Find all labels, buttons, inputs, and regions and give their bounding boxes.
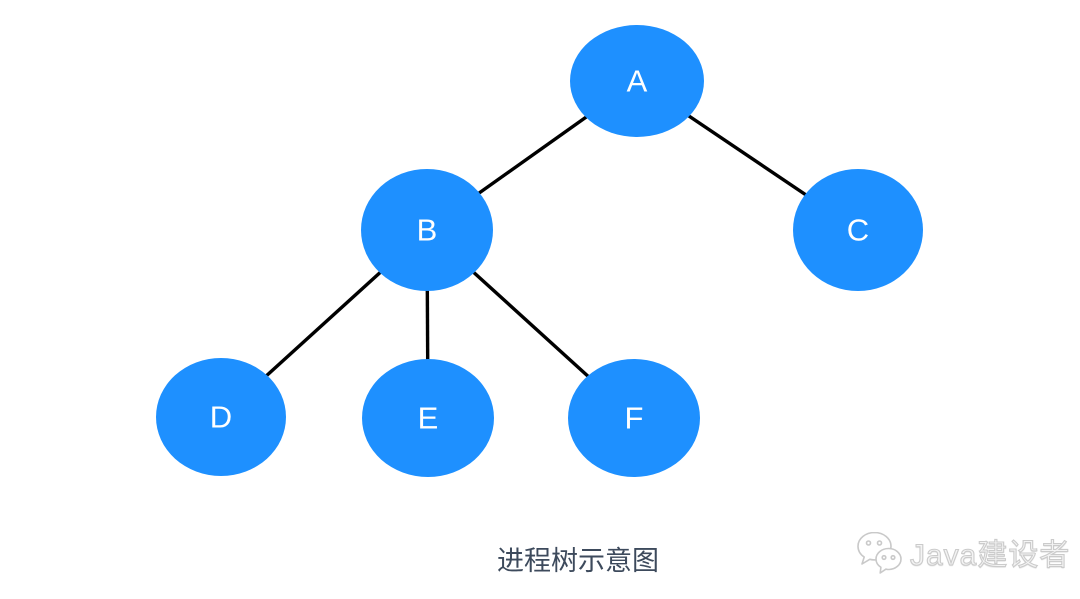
tree-node-D xyxy=(156,358,286,476)
tree-node-F xyxy=(568,359,700,477)
wechat-small-eye-left xyxy=(881,554,887,561)
tree-node-B xyxy=(361,169,493,291)
tree-node-C xyxy=(793,169,923,291)
tree-node-A xyxy=(570,25,704,137)
tree-node-E xyxy=(362,359,494,477)
wechat-big-eye-left xyxy=(865,540,872,546)
wechat-icon xyxy=(857,531,902,574)
tree-node-label-A: A xyxy=(627,64,648,99)
tree-node-label-B: B xyxy=(417,213,438,248)
wechat-small-bubble xyxy=(875,547,902,574)
wechat-big-eye-right xyxy=(876,540,883,546)
diagram-caption: 进程树示意图 xyxy=(497,546,659,576)
tree-node-label-C: C xyxy=(847,213,869,248)
wechat-small-eye-right xyxy=(890,554,896,561)
watermark-text: Java建设者 xyxy=(909,538,1071,572)
watermark: Java建设者 xyxy=(855,527,1070,577)
tree-node-label-F: F xyxy=(625,401,644,436)
tree-node-label-E: E xyxy=(418,401,439,436)
tree-node-label-D: D xyxy=(210,400,232,435)
